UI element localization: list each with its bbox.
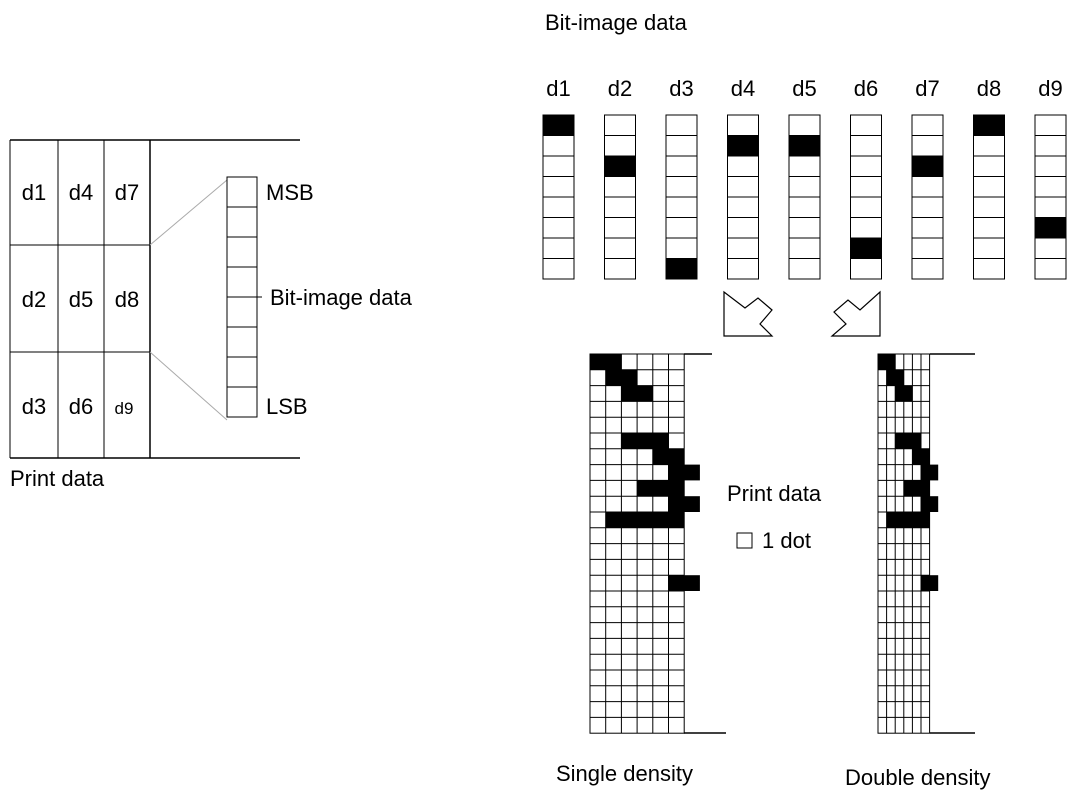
bit-image-title: Bit-image data — [545, 10, 688, 35]
grid-cell-d8: d8 — [115, 287, 139, 312]
legend: Print data 1 dot — [727, 481, 822, 553]
printed-dot — [668, 496, 700, 512]
printed-dot — [637, 433, 669, 449]
lsb-label: LSB — [266, 394, 308, 419]
printed-dot — [605, 369, 638, 386]
double-density-grid — [877, 353, 939, 734]
connector-line — [149, 179, 228, 246]
msb-label: MSB — [266, 180, 314, 205]
set-bit-d2 — [604, 156, 636, 177]
bit-column-label-d6: d6 — [854, 76, 878, 101]
double-density-caption: Double density — [845, 765, 991, 790]
printed-dot — [652, 448, 685, 465]
printed-dot — [912, 480, 930, 497]
connector-line — [149, 351, 228, 421]
grid-cell-d4: d4 — [69, 180, 93, 205]
set-bit-d6 — [850, 238, 882, 259]
printed-dot — [921, 464, 939, 481]
bit-column-label-d3: d3 — [669, 76, 693, 101]
legend-dot-label: 1 dot — [762, 528, 811, 553]
printed-dot — [921, 496, 939, 512]
bit-column: MSB Bit-image data LSB — [226, 176, 413, 419]
grid-cell-d2: d2 — [22, 287, 46, 312]
print-data-block: d1 d4 d7 d2 d5 d8 d3 d6 d9 Print data — [9, 139, 300, 491]
printed-dot — [921, 575, 939, 591]
single-density-caption: Single density — [556, 761, 693, 786]
bit-column-label-d9: d9 — [1038, 76, 1062, 101]
printed-dot — [652, 512, 685, 528]
printed-dot — [668, 464, 700, 481]
bit-column-label-d8: d8 — [977, 76, 1001, 101]
arrow-to-double-density — [830, 290, 881, 337]
printed-dot — [895, 385, 913, 402]
set-bit-d5 — [789, 135, 820, 156]
bit-column-label-d4: d4 — [731, 76, 755, 101]
print-data-caption: Print data — [10, 466, 105, 491]
printed-dot — [912, 512, 930, 528]
set-bit-d7 — [912, 156, 943, 177]
bit-image-columns: d1 d2 d3 d4 d5 d6 d7 d8 d9 — [542, 76, 1067, 280]
bit-column-label-d5: d5 — [792, 76, 816, 101]
legend-title: Print data — [727, 481, 822, 506]
bit-column-label-d1: d1 — [546, 76, 570, 101]
printed-dot — [652, 480, 685, 497]
printed-dot — [621, 385, 653, 402]
printed-dot — [886, 369, 904, 386]
grid-cell-d3: d3 — [22, 394, 46, 419]
printed-dot — [878, 354, 896, 370]
grid-cell-d9: d9 — [115, 399, 134, 418]
printed-dot — [668, 575, 700, 591]
set-bit-d3 — [666, 258, 697, 279]
bit-column-label-d2: d2 — [608, 76, 632, 101]
set-bit-d8 — [973, 115, 1005, 136]
set-bit-d1 — [543, 115, 574, 136]
set-bit-d4 — [727, 135, 759, 156]
printed-dot — [912, 448, 930, 465]
bit-column-label-d7: d7 — [915, 76, 939, 101]
single-density-grid — [589, 353, 700, 734]
set-bit-d9 — [1035, 217, 1066, 238]
grid-cell-d5: d5 — [69, 287, 93, 312]
dot-swatch — [736, 532, 753, 549]
bit-column-label: Bit-image data — [270, 285, 413, 310]
arrow-to-single-density — [723, 290, 774, 337]
grid-cell-d6: d6 — [69, 394, 93, 419]
printed-dot — [590, 354, 622, 370]
grid-cell-d7: d7 — [115, 180, 139, 205]
printed-dot — [903, 433, 921, 449]
grid-cell-d1: d1 — [22, 180, 46, 205]
